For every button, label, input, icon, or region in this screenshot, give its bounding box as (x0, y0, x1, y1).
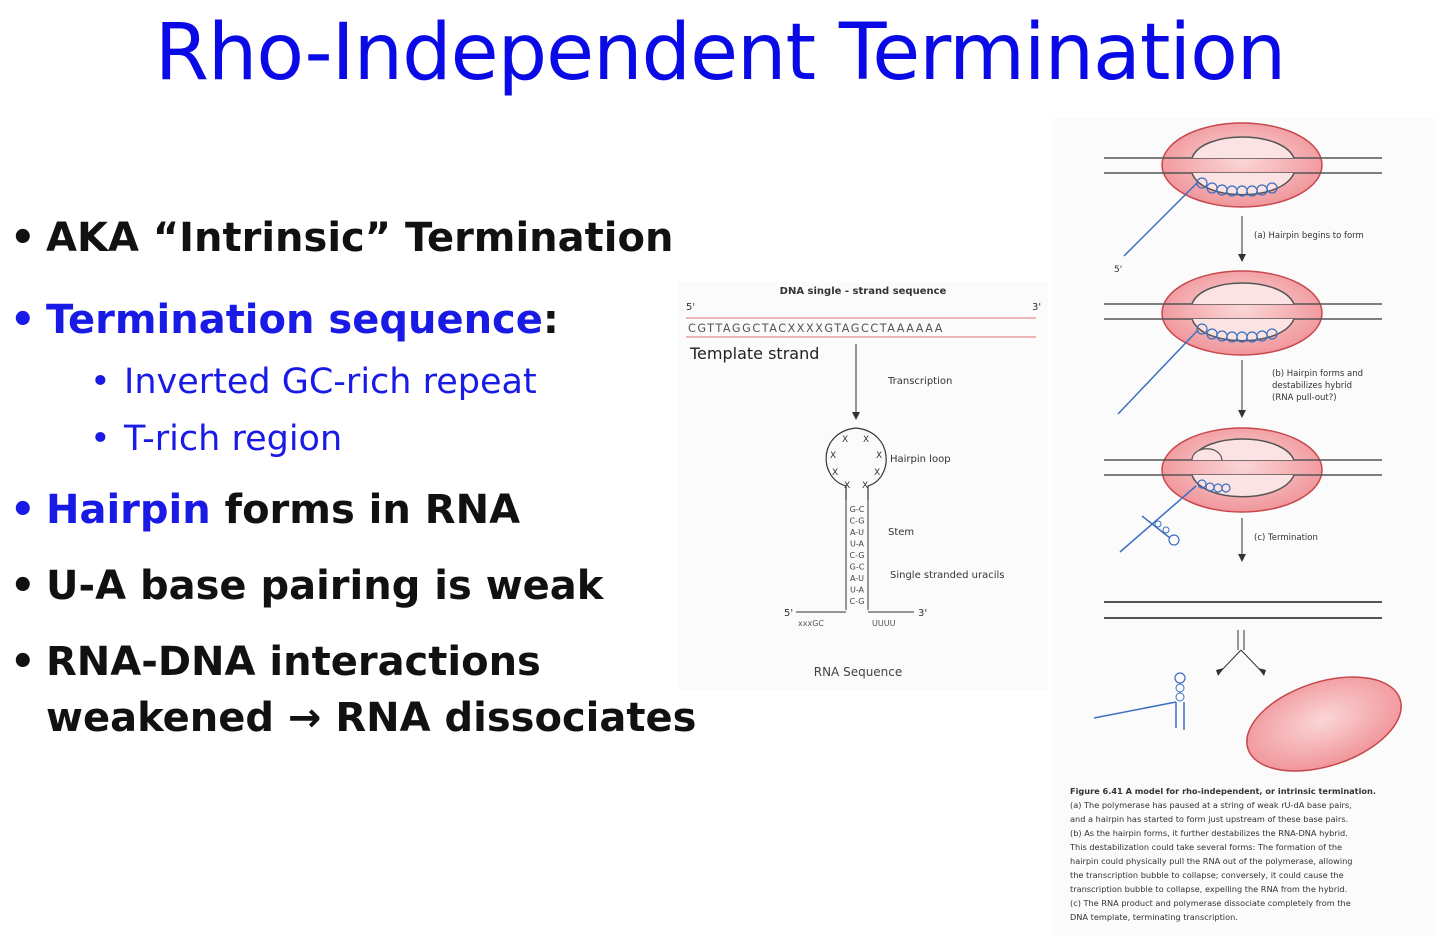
svg-text:Hairpin loop: Hairpin loop (890, 454, 951, 465)
svg-text:Transcription: Transcription (887, 376, 952, 387)
stem-pair: A-U (850, 574, 864, 583)
svg-text:X: X (842, 435, 848, 445)
stage-c: (c) Termination (1104, 427, 1382, 562)
arrow-right-icon: → (287, 695, 322, 741)
svg-text:xxxGC: xxxGC (798, 619, 824, 628)
svg-text:3': 3' (918, 608, 927, 619)
template-strand-label: Template strand (689, 344, 819, 363)
svg-text:Single stranded uracils: Single stranded uracils (890, 570, 1005, 581)
stage-a: 5' (a) Hairpin begins to form (1104, 122, 1382, 275)
svg-text:5': 5' (686, 302, 695, 313)
svg-text:5': 5' (784, 608, 793, 619)
stem-pair: U-A (850, 586, 865, 595)
caption-heading: Figure 6.41 A model for rho-independent,… (1070, 786, 1376, 796)
stem-pair: G-C (850, 563, 865, 572)
svg-text:(RNA pull-out?): (RNA pull-out?) (1272, 393, 1337, 403)
svg-text:X: X (832, 468, 838, 478)
stem-pair: U-A (850, 540, 865, 549)
hairpin-highlight: Hairpin (46, 487, 211, 533)
loop-letters: X X X X X X X X (830, 435, 882, 491)
svg-text:3': 3' (1032, 302, 1041, 313)
stem-pair: A-U (850, 528, 864, 537)
dna-sequence: CGTTAGGCTACXXXXGTAGCCTAAAAAA (688, 322, 944, 335)
stage-dissociation (1093, 601, 1402, 772)
termination-sequence-highlight: Termination sequence (46, 297, 543, 343)
termination-model-figure: 5' (a) Hairpin begins to form (b) Hairpi… (1052, 118, 1436, 936)
stem-pair: G-C (850, 505, 865, 514)
svg-text:X: X (830, 451, 836, 461)
bullet-aka-text: AKA “Intrinsic” Termination (46, 215, 674, 261)
svg-text:X: X (863, 435, 869, 445)
svg-text:(a) Hairpin begins to form: (a) Hairpin begins to form (1254, 231, 1364, 241)
svg-text:5': 5' (1114, 265, 1122, 275)
stem-pair: C-G (850, 517, 865, 526)
svg-text:Stem: Stem (888, 527, 914, 538)
svg-text:(b) Hairpin forms and: (b) Hairpin forms and (1272, 369, 1363, 379)
dna-heading: DNA single - strand sequence (780, 286, 947, 297)
hairpin-svg: DNA single - strand sequence 5' 3' CGTTA… (686, 286, 1041, 679)
hairpin-figure: DNA single - strand sequence 5' 3' CGTTA… (678, 282, 1048, 690)
svg-text:X: X (874, 468, 880, 478)
svg-text:destabilizes hybrid: destabilizes hybrid (1272, 381, 1352, 391)
slide-title: Rho-Independent Termination (154, 8, 1287, 98)
stage-b: (b) Hairpin forms and destabilizes hybri… (1104, 270, 1382, 418)
figure-caption: Figure 6.41 A model for rho-independent,… (1070, 784, 1430, 924)
stem-pairs: G-C C-G A-U U-A C-G G-C A-U U-A C-G (850, 505, 865, 606)
svg-text:X: X (862, 481, 868, 491)
svg-text:UUUU: UUUU (872, 619, 896, 628)
stem-pair: C-G (850, 551, 865, 560)
rna-sequence-label: RNA Sequence (814, 665, 903, 679)
termination-model-svg: 5' (a) Hairpin begins to form (b) Hairpi… (1093, 122, 1402, 772)
svg-text:X: X (844, 481, 850, 491)
svg-text:X: X (876, 451, 882, 461)
svg-text:(c) Termination: (c) Termination (1254, 533, 1318, 543)
stem-pair: C-G (850, 597, 865, 606)
